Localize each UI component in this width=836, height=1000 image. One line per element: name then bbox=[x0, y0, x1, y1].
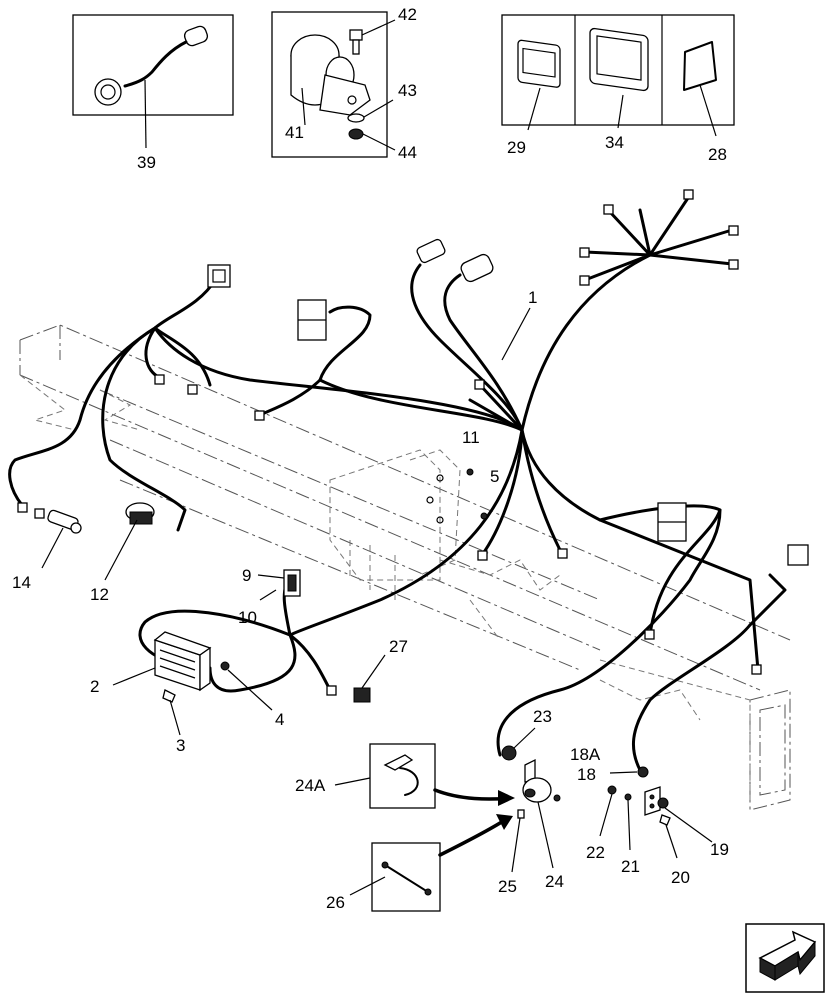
callout-23: 23 bbox=[533, 707, 552, 726]
callout-4: 4 bbox=[275, 710, 284, 729]
callout-14: 14 bbox=[12, 573, 31, 592]
inset-box-24A bbox=[334, 743, 436, 809]
callout-24A: 24A bbox=[295, 776, 326, 795]
inset-box-41 bbox=[271, 11, 396, 158]
callout-24: 24 bbox=[545, 872, 564, 891]
callout-21: 21 bbox=[621, 857, 640, 876]
connector-18 bbox=[609, 766, 649, 778]
callout-41: 41 bbox=[285, 123, 304, 142]
inset-box-39 bbox=[72, 14, 234, 149]
callout-26: 26 bbox=[326, 893, 345, 912]
callout-12: 12 bbox=[90, 585, 109, 604]
callout-2: 2 bbox=[90, 677, 99, 696]
switch-12 bbox=[104, 502, 155, 581]
callout-1: 1 bbox=[528, 288, 537, 307]
screw-20 bbox=[659, 814, 678, 859]
screw-3 bbox=[162, 689, 181, 736]
callout-29: 29 bbox=[507, 138, 526, 157]
callout-5: 5 bbox=[490, 467, 499, 486]
callout-28: 28 bbox=[708, 145, 727, 164]
callout-9: 9 bbox=[242, 566, 251, 585]
callout-3: 3 bbox=[176, 736, 185, 755]
washer-43 bbox=[347, 99, 394, 123]
connector-27 bbox=[353, 654, 386, 703]
callout-20: 20 bbox=[671, 868, 690, 887]
display-monitor-34 bbox=[589, 27, 649, 129]
inset-box-displays bbox=[501, 14, 735, 137]
fastener-5 bbox=[480, 512, 488, 520]
connector-9-10 bbox=[257, 569, 301, 601]
sensor-14 bbox=[41, 509, 82, 569]
horn-24 bbox=[522, 758, 561, 869]
callout-44: 44 bbox=[398, 143, 417, 162]
callout-43: 43 bbox=[398, 81, 417, 100]
bolt-42 bbox=[349, 19, 396, 55]
screw-25 bbox=[511, 809, 525, 873]
callout-39: 39 bbox=[137, 153, 156, 172]
main-harness-1 bbox=[8, 193, 787, 772]
gasket-28 bbox=[683, 41, 717, 137]
callout-34: 34 bbox=[605, 133, 624, 152]
arrow-26 bbox=[438, 816, 510, 857]
callout-11: 11 bbox=[462, 428, 480, 447]
callout-42: 42 bbox=[398, 5, 417, 24]
nut-44 bbox=[348, 128, 396, 151]
callout-25: 25 bbox=[498, 877, 517, 896]
arrow-head-24A bbox=[498, 790, 515, 806]
connectors bbox=[17, 189, 809, 696]
fastener-11 bbox=[466, 468, 474, 476]
relay-19 bbox=[644, 786, 713, 843]
display-monitor-29 bbox=[517, 39, 561, 131]
callout-27: 27 bbox=[389, 637, 408, 656]
control-module-2 bbox=[112, 631, 212, 692]
washer-21 bbox=[624, 793, 632, 851]
callout-10: 10 bbox=[238, 608, 257, 627]
callout-18A: 18A bbox=[570, 745, 601, 764]
next-page-arrow-icon[interactable] bbox=[745, 923, 825, 993]
inset-box-26 bbox=[349, 842, 441, 912]
nut-22 bbox=[599, 785, 617, 837]
nut-4 bbox=[220, 661, 273, 711]
arrow-head-26 bbox=[496, 814, 513, 830]
callout-19: 19 bbox=[710, 840, 729, 859]
mounting-bracket-41 bbox=[290, 34, 371, 126]
connector-23 bbox=[501, 727, 536, 761]
extension-cable-39 bbox=[94, 25, 209, 149]
callout-22: 22 bbox=[586, 843, 605, 862]
callout-18: 18 bbox=[577, 765, 596, 784]
